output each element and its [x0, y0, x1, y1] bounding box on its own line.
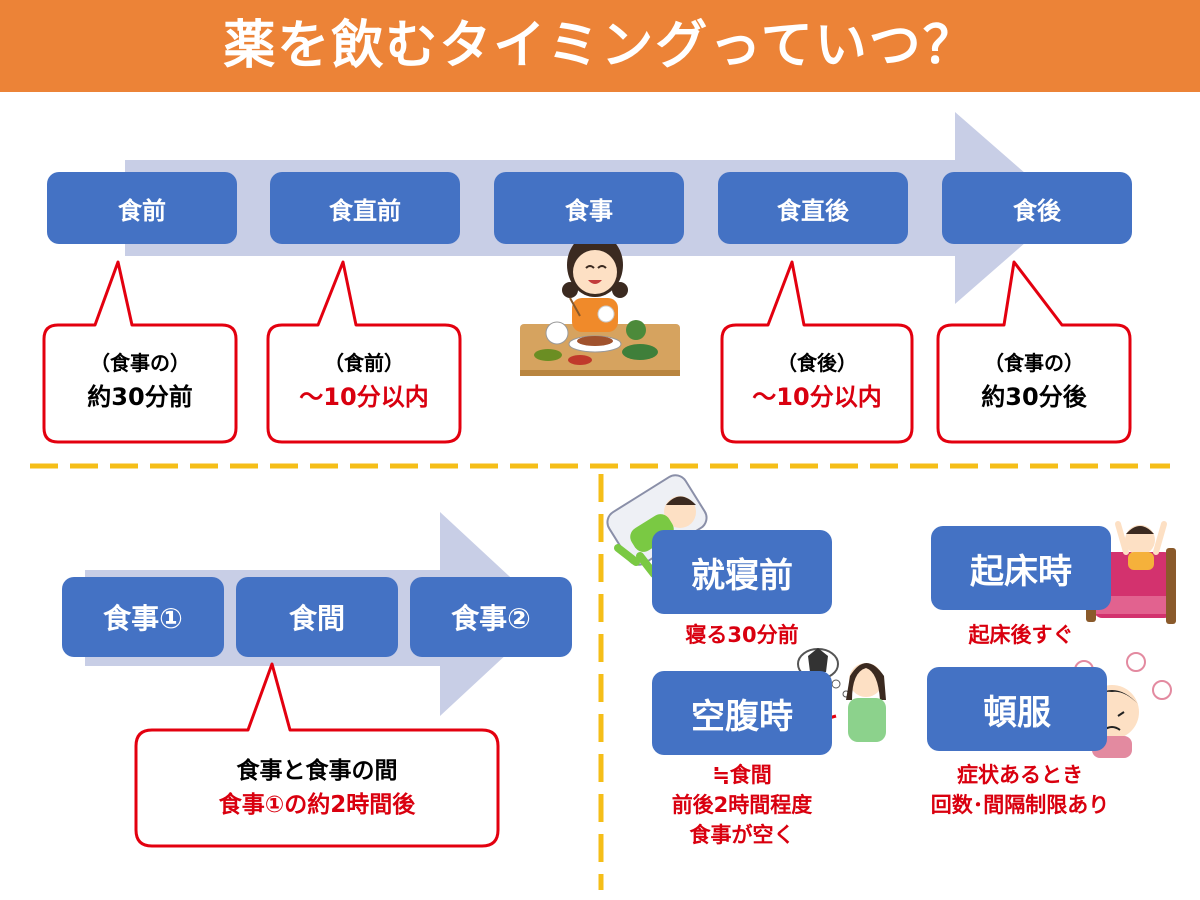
bubble-line2: ～10分以内 — [299, 383, 429, 411]
category-note-before-sleep: 寝る30分前 — [632, 620, 852, 650]
page-title: 薬を飲むタイミングっていつ？ — [223, 16, 977, 76]
stage-meal-2: 食事② — [410, 577, 572, 657]
bubble-text-just-after-meal: （食後） ～10分以内 — [722, 346, 912, 414]
stage-before-meal: 食前 — [47, 172, 237, 244]
note-line: 前後2時間程度 — [671, 793, 813, 817]
category-as-needed: 頓服 — [927, 667, 1107, 751]
bubble-line1: （食事の） — [90, 351, 190, 375]
bubble-just-after-meal — [720, 260, 914, 444]
note-line: 寝る30分前 — [685, 623, 799, 647]
category-before-sleep: 就寝前 — [652, 530, 832, 614]
stage-just-before-meal: 食直前 — [270, 172, 460, 244]
stage-just-after-meal: 食直後 — [718, 172, 908, 244]
category-note-on-waking: 起床後すぐ — [911, 620, 1131, 650]
bubble-line2: 約30分後 — [981, 383, 1087, 411]
bubble-after-meal — [936, 260, 1132, 444]
bubble-text-between-meals: 食事と食事の間 食事①の約2時間後 — [136, 754, 498, 822]
stage-meal: 食事 — [494, 172, 684, 244]
category-note-as-needed: 症状あるとき 回数･間隔制限あり — [880, 760, 1160, 820]
hungry-person-icon — [797, 648, 886, 742]
bubble-line2: 食事①の約2時間後 — [218, 792, 416, 818]
category-empty-stomach: 空腹時 — [652, 671, 832, 755]
girl-eating-meal-icon — [520, 233, 680, 376]
note-line: 食事が空く — [689, 823, 795, 847]
title-banner — [0, 0, 1200, 92]
note-line: 起床後すぐ — [968, 623, 1074, 647]
bubble-text-before-meal: （食事の） 約30分前 — [44, 346, 236, 414]
waking-person-in-bed-icon — [1086, 521, 1176, 624]
note-line: 症状あるとき — [957, 763, 1083, 787]
bubble-text-just-before-meal: （食前） ～10分以内 — [268, 346, 460, 414]
bubble-line1: （食前） — [324, 351, 404, 375]
sleeping-person-icon — [606, 474, 708, 578]
stage-meal-1: 食事① — [62, 577, 224, 657]
bubble-line1: （食事の） — [984, 351, 1084, 375]
category-note-empty-stomach: ≒食間 前後2時間程度 食事が空く — [632, 760, 852, 850]
stage-after-meal: 食後 — [942, 172, 1132, 244]
bubble-line1: （食後） — [777, 351, 857, 375]
bubble-text-after-meal: （食事の） 約30分後 — [938, 346, 1130, 414]
bubble-between-meals — [134, 662, 500, 848]
note-line: ≒食間 — [712, 763, 772, 787]
bubble-before-meal — [42, 260, 238, 444]
bubble-line2: 約30分前 — [87, 383, 193, 411]
bubble-line2: ～10分以内 — [752, 383, 882, 411]
category-on-waking: 起床時 — [931, 526, 1111, 610]
bubble-line1: 食事と食事の間 — [236, 758, 398, 784]
bubble-just-before-meal — [266, 260, 462, 444]
note-line: 回数･間隔制限あり — [930, 793, 1110, 817]
stage-between-meals: 食間 — [236, 577, 398, 657]
